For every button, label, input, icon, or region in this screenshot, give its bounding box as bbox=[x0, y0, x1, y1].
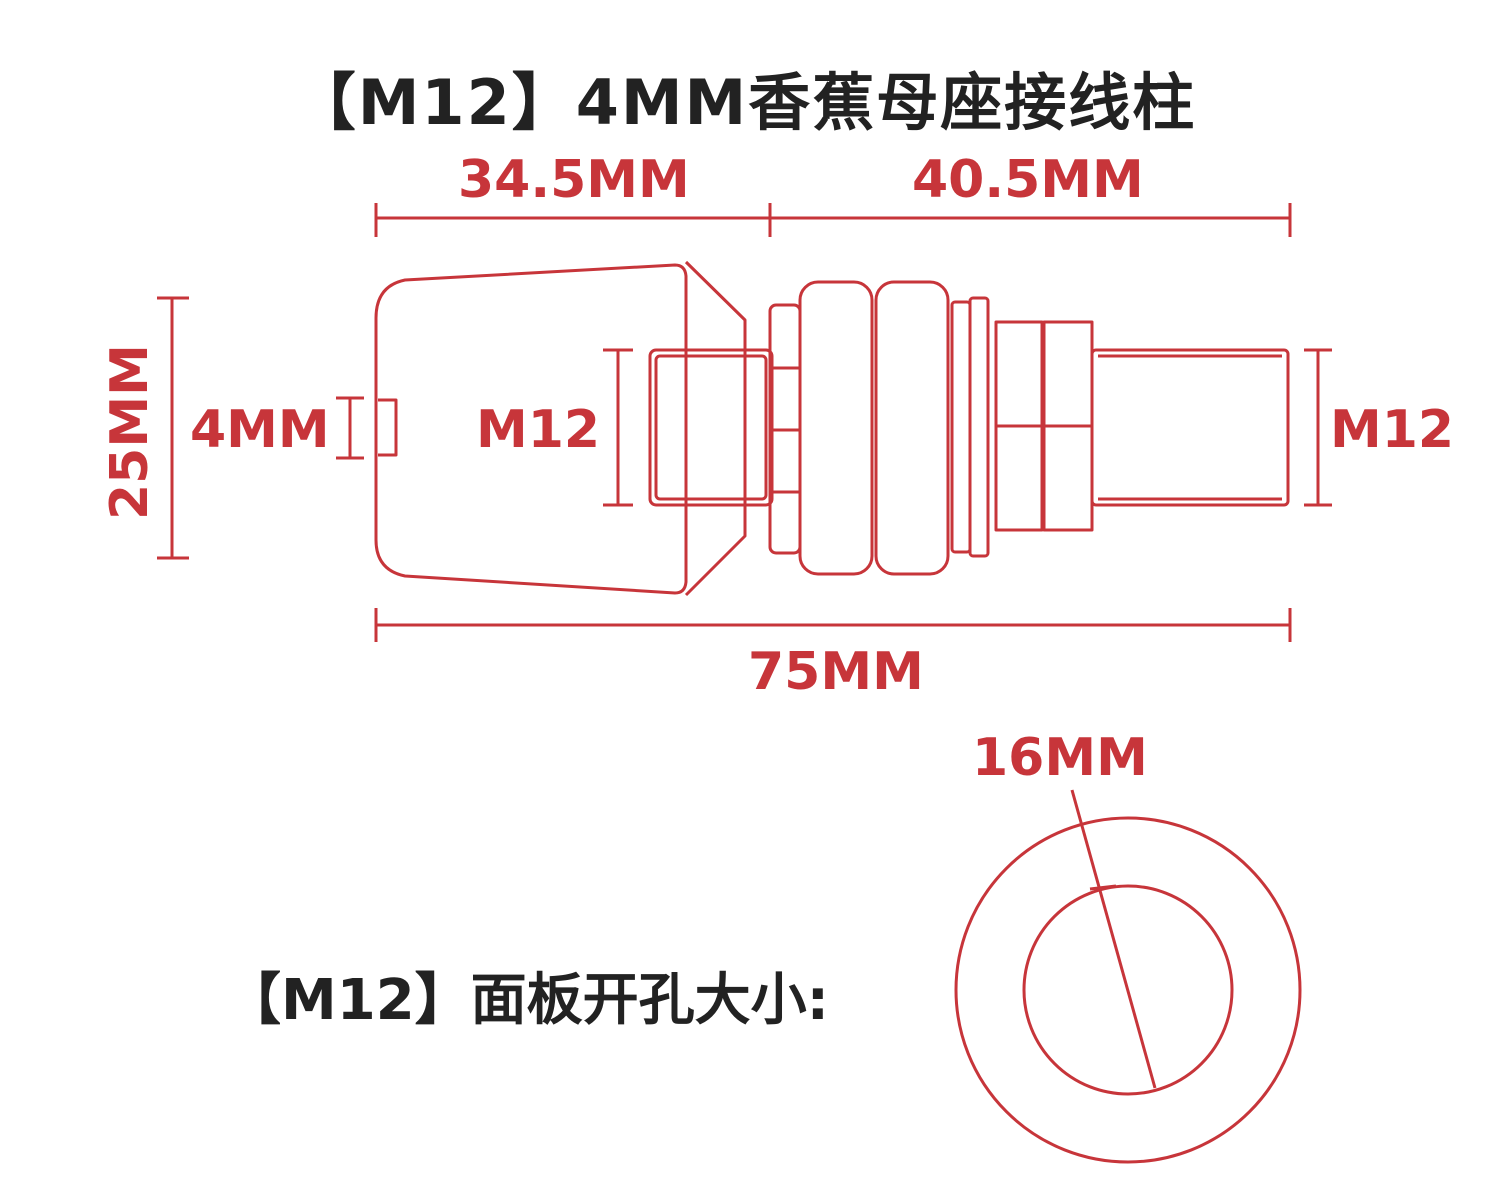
dimension-hole: 4MM bbox=[190, 400, 330, 460]
dimension-panel-hole: 16MM bbox=[972, 728, 1148, 788]
dimension-height: 25MM bbox=[100, 344, 160, 520]
outer-thread-dimension-line bbox=[1304, 348, 1332, 507]
hex-nuts bbox=[994, 320, 1094, 532]
body-nuts bbox=[768, 280, 990, 576]
hole-dimension-line bbox=[336, 396, 364, 460]
top-dimension-line bbox=[374, 203, 1292, 237]
dimension-left-length: 34.5MM bbox=[458, 150, 690, 210]
page-title: 【M12】4MM香蕉母座接线柱 bbox=[293, 66, 1197, 139]
inner-stub bbox=[648, 348, 774, 507]
dimension-total-length: 75MM bbox=[748, 642, 924, 702]
height-dimension-line bbox=[157, 296, 189, 560]
panel-hole-drawing bbox=[954, 789, 1302, 1164]
threaded-rod bbox=[1090, 348, 1290, 507]
dimension-outer-thread: M12 bbox=[1330, 400, 1455, 460]
bottom-dimension-line bbox=[374, 608, 1292, 642]
dimension-inner-thread: M12 bbox=[476, 400, 601, 460]
dimension-right-length: 40.5MM bbox=[912, 150, 1144, 210]
socket-cap bbox=[374, 260, 747, 597]
panel-hole-label: 【M12】面板开孔大小: bbox=[225, 968, 830, 1033]
inner-thread-dimension-line bbox=[603, 348, 633, 507]
